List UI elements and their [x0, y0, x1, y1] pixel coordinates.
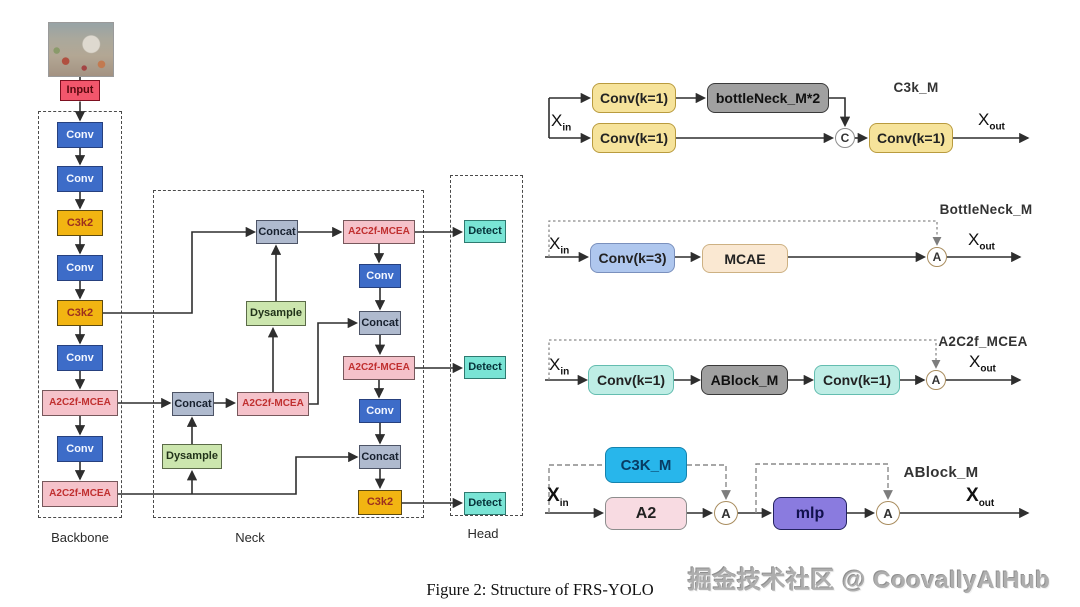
neck-dysample-upper: Dysample	[246, 301, 306, 326]
neck-a2c2f-mcea-mid-right: A2C2f-MCEA	[343, 356, 415, 380]
neck-concat-mid: Concat	[359, 311, 401, 335]
ablock-m-connectors	[545, 463, 1030, 519]
neck-section-box	[153, 190, 424, 518]
neck-dysample-lower: Dysample	[162, 444, 222, 469]
a2c2f-mcea-ablock: ABlock_M	[701, 365, 788, 395]
neck-section-label: Neck	[235, 530, 265, 545]
neck-c3k2: C3k2	[358, 490, 402, 515]
ablock-m-title: ABlock_M	[903, 464, 979, 481]
c3k-m-x-in: Xin	[551, 111, 572, 134]
c3k-m-x-out: Xout	[978, 110, 1005, 133]
ablock-m-mlp: mlp	[773, 497, 847, 530]
backbone-conv-2: Conv	[57, 166, 103, 192]
input-node: Input	[60, 80, 100, 101]
c3k-m-title: C3k_M	[893, 80, 939, 95]
c3k-m-conv-top: Conv(k=1)	[592, 83, 676, 113]
c3k-m-connectors	[548, 92, 1030, 144]
bottleneck-m-add-circle: A	[927, 247, 947, 267]
backbone-c3k2-1: C3k2	[57, 210, 103, 236]
backbone-a2c2f-mcea-2: A2C2f-MCEA	[42, 481, 118, 507]
a2c2f-mcea-x-in: Xin	[549, 355, 570, 378]
neck-connectors	[103, 226, 464, 509]
neck-concat-left: Concat	[172, 392, 214, 416]
bottleneck-m-mcae: MCAE	[702, 244, 788, 273]
neck-a2c2f-mcea-top: A2C2f-MCEA	[343, 220, 415, 244]
bottleneck-m-x-out: Xout	[968, 230, 995, 253]
backbone-conv-5: Conv	[57, 436, 103, 462]
c3k-m-bottleneck: bottleNeck_M*2	[707, 83, 829, 113]
head-section-label: Head	[467, 526, 499, 541]
ablock-m-x-in: Xin	[547, 485, 569, 509]
neck-concat-top: Concat	[256, 220, 298, 244]
c3k-m-concat-circle: C	[835, 128, 855, 148]
neck-conv-1: Conv	[359, 264, 401, 288]
ablock-m-a2: A2	[605, 497, 687, 530]
backbone-conv-4: Conv	[57, 345, 103, 371]
c3k-m-conv-out: Conv(k=1)	[869, 123, 953, 153]
backbone-c3k2-2: C3k2	[57, 300, 103, 326]
a2c2f-mcea-conv-1: Conv(k=1)	[588, 365, 674, 395]
backbone-a2c2f-mcea-1: A2C2f-MCEA	[42, 390, 118, 416]
bottleneck-m-conv: Conv(k=3)	[590, 243, 675, 273]
bottleneck-m-title: BottleNeck_M	[939, 202, 1033, 217]
head-section-box	[450, 175, 523, 516]
backbone-conv-1: Conv	[57, 122, 103, 148]
ablock-m-c3k: C3K_M	[605, 447, 687, 483]
a2c2f-mcea-title: A2C2f_MCEA	[938, 334, 1028, 349]
c3k-m-conv-bottom: Conv(k=1)	[592, 123, 676, 153]
head-detect-3: Detect	[464, 492, 506, 515]
head-detect-2: Detect	[464, 356, 506, 379]
neck-a2c2f-mcea-mid: A2C2f-MCEA	[237, 392, 309, 416]
ablock-m-x-out: Xout	[966, 485, 995, 509]
a2c2f-mcea-conv-2: Conv(k=1)	[814, 365, 900, 395]
a2c2f-mcea-x-out: Xout	[969, 352, 996, 375]
input-image	[48, 22, 114, 77]
backbone-conv-3: Conv	[57, 255, 103, 281]
a2c2f-mcea-connectors	[545, 339, 1022, 386]
neck-conv-2: Conv	[359, 399, 401, 423]
head-detect-1: Detect	[464, 220, 506, 243]
ablock-m-add-circle-1: A	[714, 501, 738, 525]
neck-concat-bottom: Concat	[359, 445, 401, 469]
backbone-section-label: Backbone	[51, 530, 109, 545]
ablock-m-add-circle-2: A	[876, 501, 900, 525]
bottleneck-m-x-in: Xin	[549, 234, 570, 257]
figure-caption: Figure 2: Structure of FRS-YOLO	[426, 580, 654, 599]
bottleneck-m-connectors	[545, 220, 1022, 263]
a2c2f-mcea-add-circle: A	[926, 370, 946, 390]
watermark: 掘金技术社区 @ CoovallyAIHub	[688, 567, 1051, 594]
